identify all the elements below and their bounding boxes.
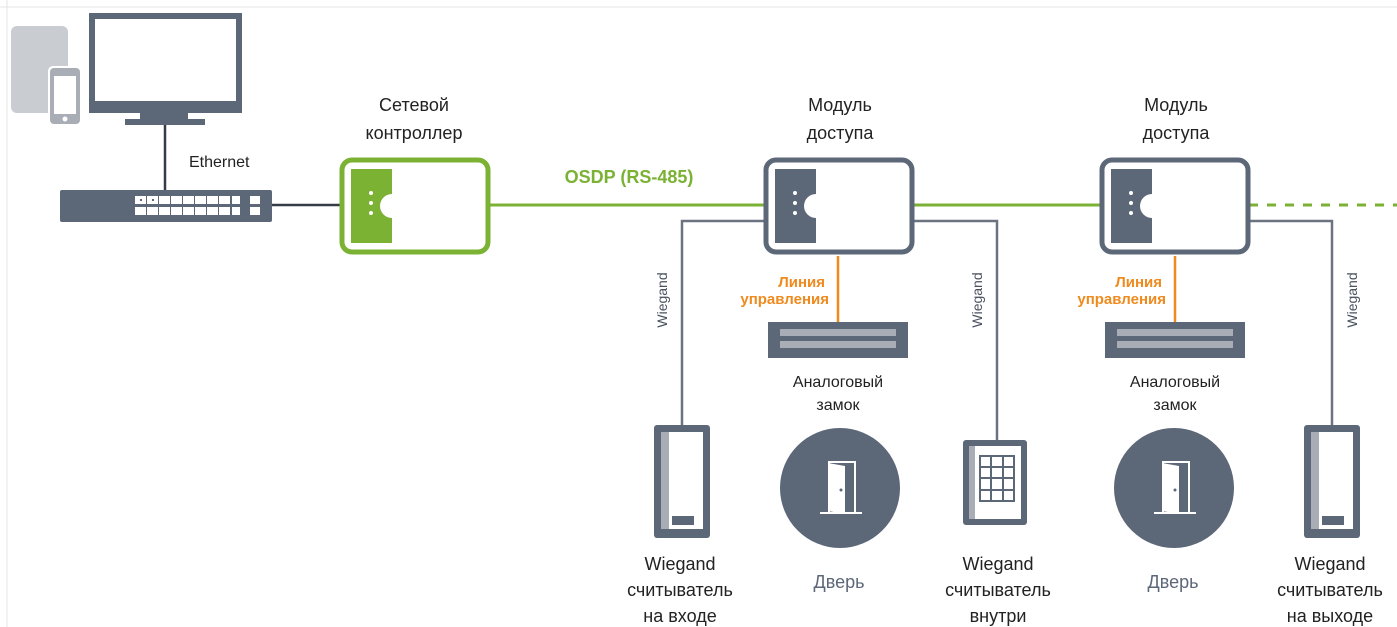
controller-icon xyxy=(339,157,491,255)
analog-lock-1-label-2: замок xyxy=(816,397,860,414)
reader-exit-label-3: на выходе xyxy=(1287,606,1373,626)
access-module-1-label-1: Модуль xyxy=(808,95,872,115)
door-1-label: Дверь xyxy=(814,572,865,592)
control-line-2-label-2: управления xyxy=(1077,291,1166,308)
analog-lock-2-label-2: замок xyxy=(1153,397,1197,414)
wiegand-label-exit: Wiegand xyxy=(1344,272,1360,327)
wiegand-label-entry: Wiegand xyxy=(654,272,670,327)
control-line-2-label-1: Линия xyxy=(1115,274,1162,291)
wiegand-line-entry xyxy=(680,219,766,425)
reader-entry-label-3: на входе xyxy=(643,606,716,626)
wiegand-line-inside xyxy=(912,219,999,440)
analog-lock-2-label-1: Аналоговый xyxy=(1130,374,1220,391)
door-icon xyxy=(780,428,900,548)
card-reader-icon xyxy=(1304,425,1360,538)
wiegand-label-inside: Wiegand xyxy=(969,272,985,327)
reader-exit-label-1: Wiegand xyxy=(1294,554,1365,574)
reader-exit-label-2: считыватель xyxy=(1277,580,1383,600)
network-switch-icon xyxy=(60,190,272,222)
reader-entry-label-1: Wiegand xyxy=(644,554,715,574)
access-module-icon xyxy=(1099,157,1251,255)
reader-inside-label-2: считыватель xyxy=(945,580,1051,600)
access-module-1-label-2: доступа xyxy=(807,123,875,143)
reader-inside-label-3: внутри xyxy=(970,606,1027,626)
phone-icon xyxy=(48,66,82,126)
wiegand-line-exit xyxy=(1249,219,1334,425)
keypad-reader-icon xyxy=(963,440,1027,525)
osdp-label: OSDP (RS-485) xyxy=(565,167,694,187)
card-reader-icon xyxy=(654,425,710,538)
analog-lock-1-label-1: Аналоговый xyxy=(793,374,883,391)
door-2-label: Дверь xyxy=(1148,572,1199,592)
lock-icon xyxy=(1105,322,1245,358)
reader-inside-label-1: Wiegand xyxy=(962,554,1033,574)
access-module-2-label-2: доступа xyxy=(1143,123,1211,143)
network-controller-label-2: контроллер xyxy=(366,123,463,143)
lock-icon xyxy=(768,322,908,358)
access-module-2-label-1: Модуль xyxy=(1144,95,1208,115)
ethernet-label: Ethernet xyxy=(189,154,250,171)
control-line-1-label-1: Линия xyxy=(778,274,825,291)
reader-entry-label-2: считыватель xyxy=(627,580,733,600)
network-controller-label-1: Сетевой xyxy=(379,95,449,115)
control-line-1-label-2: управления xyxy=(740,291,829,308)
door-icon xyxy=(1114,428,1234,548)
monitor-icon xyxy=(89,13,242,125)
access-module-icon xyxy=(763,157,915,255)
